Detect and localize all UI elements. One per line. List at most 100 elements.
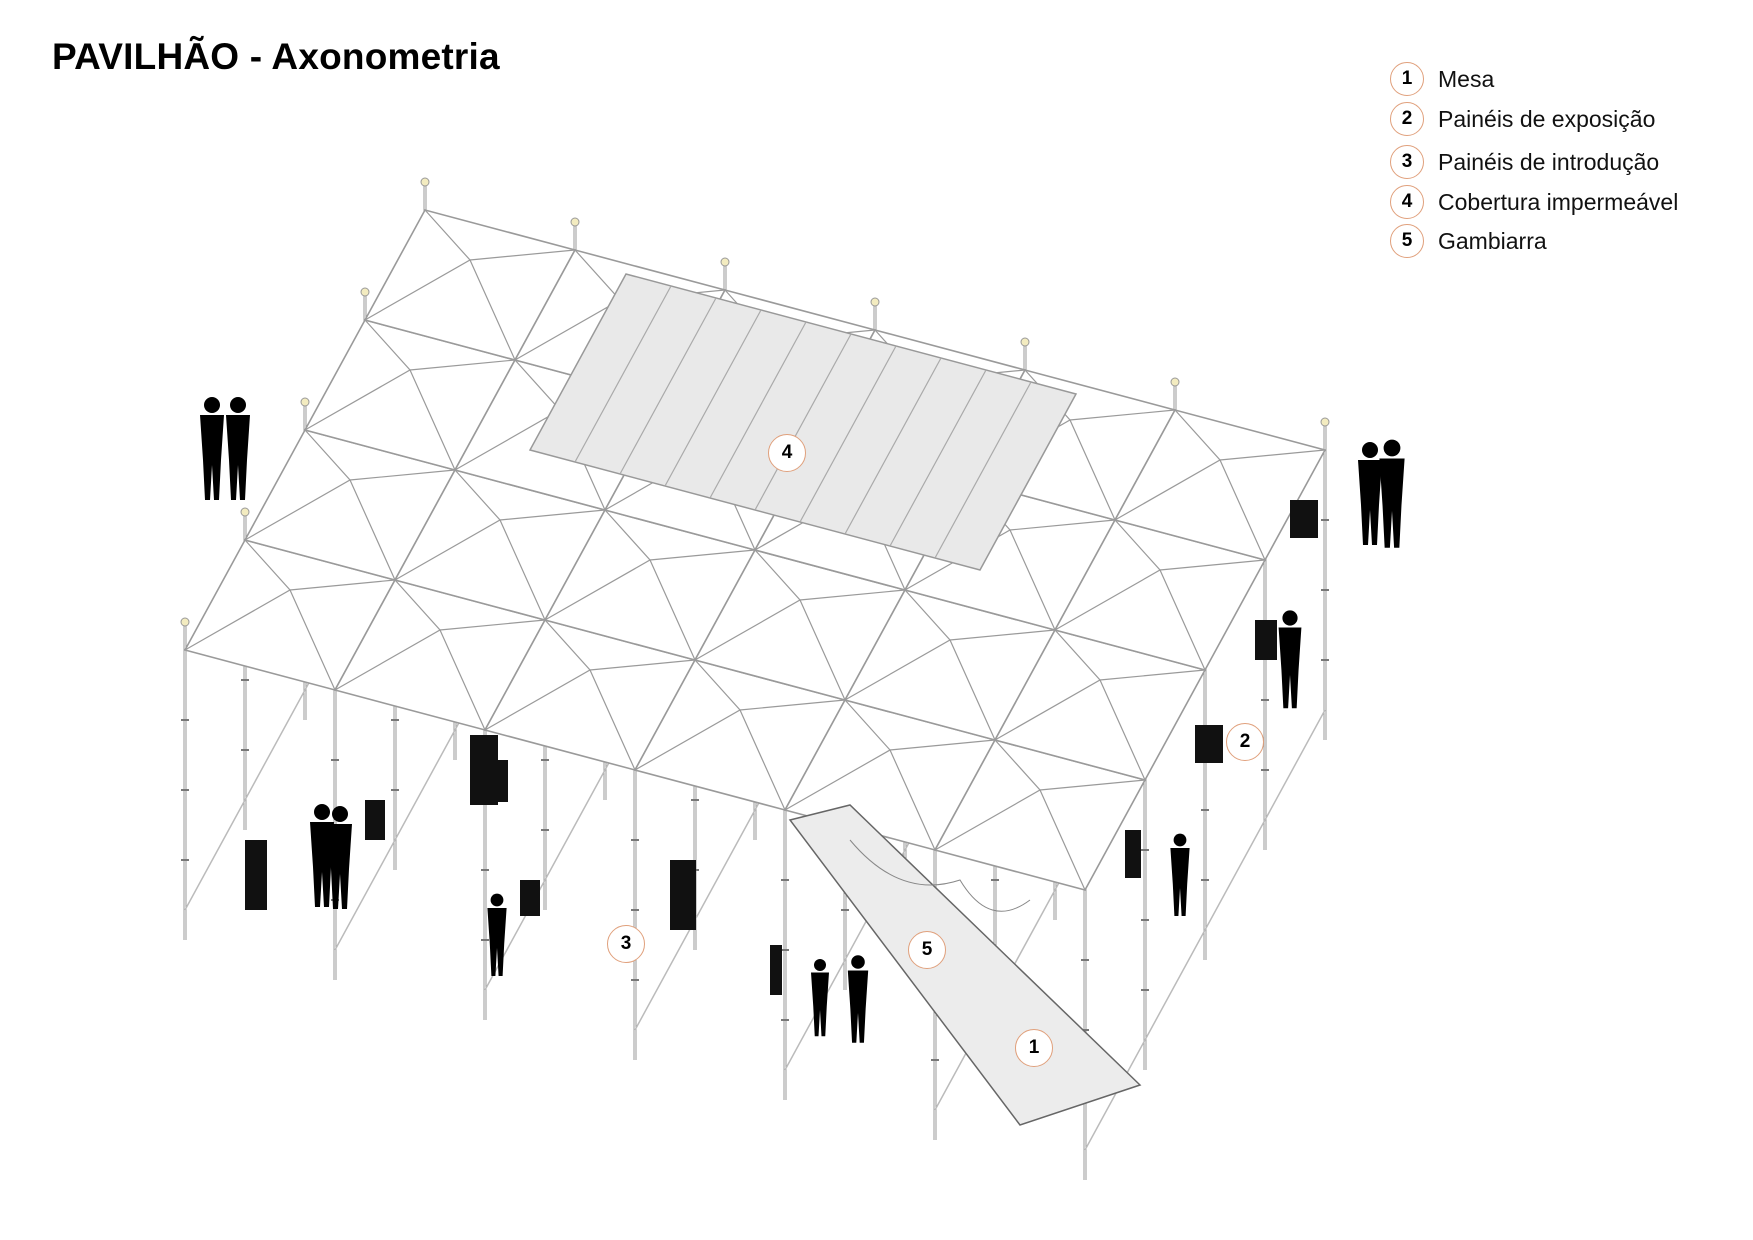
marker-2-paineis-exposicao: 2 bbox=[1226, 723, 1264, 761]
lamp-icon bbox=[720, 257, 730, 267]
person-silhouette bbox=[1379, 458, 1405, 548]
display-panel bbox=[520, 880, 540, 916]
page-title: PAVILHÃO - Axonometria bbox=[52, 36, 500, 77]
person-silhouette bbox=[1278, 627, 1302, 709]
roof-ridge bbox=[1114, 519, 1206, 671]
legend-number-badge: 5 bbox=[1390, 224, 1424, 258]
person-silhouette bbox=[310, 822, 334, 907]
roof-ridge bbox=[394, 579, 486, 731]
person-silhouette-head bbox=[814, 959, 826, 971]
lamp-icon bbox=[1020, 337, 1030, 347]
person-silhouette bbox=[847, 970, 869, 1043]
lamp-icon bbox=[870, 297, 880, 307]
display-panel bbox=[1255, 620, 1277, 660]
person-silhouette bbox=[226, 415, 250, 500]
cover-purlin bbox=[799, 345, 897, 523]
person-silhouette bbox=[200, 415, 224, 500]
cover-purlin bbox=[844, 357, 942, 535]
cover-purlin bbox=[574, 285, 672, 463]
roof-ridge bbox=[604, 509, 696, 661]
ledger-beam bbox=[244, 689, 306, 801]
legend-label: Gambiarra bbox=[1438, 227, 1547, 254]
roof-ridge bbox=[1174, 409, 1266, 561]
person-silhouette-head bbox=[204, 397, 220, 413]
roof-ridge bbox=[244, 539, 336, 691]
lamp-icon bbox=[360, 287, 370, 297]
marker-5-gambiarra: 5 bbox=[908, 931, 946, 969]
lamp-icon bbox=[1170, 377, 1180, 387]
person-silhouette-head bbox=[490, 893, 504, 907]
legend-label: Cobertura impermeável bbox=[1438, 188, 1679, 215]
person-silhouette-head bbox=[314, 804, 330, 820]
legend-number-badge: 1 bbox=[1390, 62, 1424, 96]
cover-purlin bbox=[664, 309, 762, 487]
legend-number-badge: 3 bbox=[1390, 145, 1424, 179]
person-silhouette-head bbox=[1362, 442, 1378, 458]
roof-ridge bbox=[694, 659, 786, 811]
legend-item-paineis-exposicao: 2 Painéis de exposição bbox=[1390, 100, 1655, 138]
legend-item-gambiarra: 5 Gambiarra bbox=[1390, 222, 1547, 260]
roof-ridge bbox=[1054, 629, 1146, 781]
roof-ridge bbox=[304, 429, 396, 581]
person-silhouette bbox=[811, 972, 829, 1037]
ledger-beam bbox=[1204, 819, 1266, 931]
legend-item-paineis-introducao: 3 Painéis de introdução bbox=[1390, 143, 1659, 181]
legend-number-badge: 2 bbox=[1390, 102, 1424, 136]
legend-number-badge: 4 bbox=[1390, 185, 1424, 219]
legend-label: Painéis de introdução bbox=[1438, 148, 1660, 175]
person-silhouette-head bbox=[851, 955, 865, 969]
lamp-icon bbox=[1320, 417, 1330, 427]
display-panel bbox=[1125, 830, 1141, 878]
person-silhouette-head bbox=[1383, 439, 1401, 457]
marker-4-cobertura: 4 bbox=[768, 434, 806, 472]
ledger-beam bbox=[1264, 709, 1326, 821]
display-panel bbox=[365, 800, 385, 840]
lamp-icon bbox=[420, 177, 430, 187]
display-panel bbox=[1290, 500, 1318, 538]
ledger-beam bbox=[634, 919, 696, 1031]
roof-ridge bbox=[454, 469, 546, 621]
ledger-beam bbox=[334, 839, 396, 951]
display-panel bbox=[670, 860, 696, 930]
cover-purlin bbox=[709, 321, 807, 499]
marker-3-paineis-introducao: 3 bbox=[607, 925, 645, 963]
lamp-icon bbox=[240, 507, 250, 517]
person-silhouette bbox=[1358, 460, 1382, 545]
legend-label: Mesa bbox=[1438, 65, 1495, 92]
ledger-beam bbox=[184, 799, 246, 911]
person-silhouette bbox=[328, 824, 352, 909]
lamp-icon bbox=[300, 397, 310, 407]
roof-ridge bbox=[754, 549, 846, 701]
person-silhouette-head bbox=[1173, 833, 1187, 847]
person-silhouette-head bbox=[230, 397, 246, 413]
string-lights bbox=[849, 839, 1031, 912]
display-panel bbox=[480, 760, 508, 802]
ledger-beam bbox=[394, 729, 456, 841]
roof-ridge bbox=[994, 739, 1086, 891]
ledger-beam bbox=[1144, 929, 1206, 1041]
person-silhouette-head bbox=[332, 806, 348, 822]
ledger-beam bbox=[1084, 1039, 1146, 1151]
cover-purlin bbox=[934, 381, 1032, 559]
display-panel bbox=[1195, 725, 1223, 763]
cover-purlin bbox=[619, 297, 717, 475]
cover-purlin bbox=[889, 369, 987, 547]
ledger-beam bbox=[694, 809, 756, 921]
legend-item-cobertura: 4 Cobertura impermeável bbox=[1390, 183, 1678, 221]
ledger-beam bbox=[544, 769, 606, 881]
lamp-icon bbox=[180, 617, 190, 627]
marker-1-mesa: 1 bbox=[1015, 1029, 1053, 1067]
cover-purlin bbox=[754, 333, 852, 511]
person-silhouette-head bbox=[1282, 610, 1298, 626]
roof-ridge bbox=[424, 209, 516, 361]
display-panel bbox=[770, 945, 782, 995]
roof-ridge bbox=[844, 699, 936, 851]
roof-ridge bbox=[904, 589, 996, 741]
person-silhouette bbox=[487, 908, 507, 976]
display-panel bbox=[245, 840, 267, 910]
roof-ridge bbox=[544, 619, 636, 771]
lamp-icon bbox=[570, 217, 580, 227]
roof-ridge bbox=[364, 319, 456, 471]
person-silhouette bbox=[1170, 848, 1190, 916]
